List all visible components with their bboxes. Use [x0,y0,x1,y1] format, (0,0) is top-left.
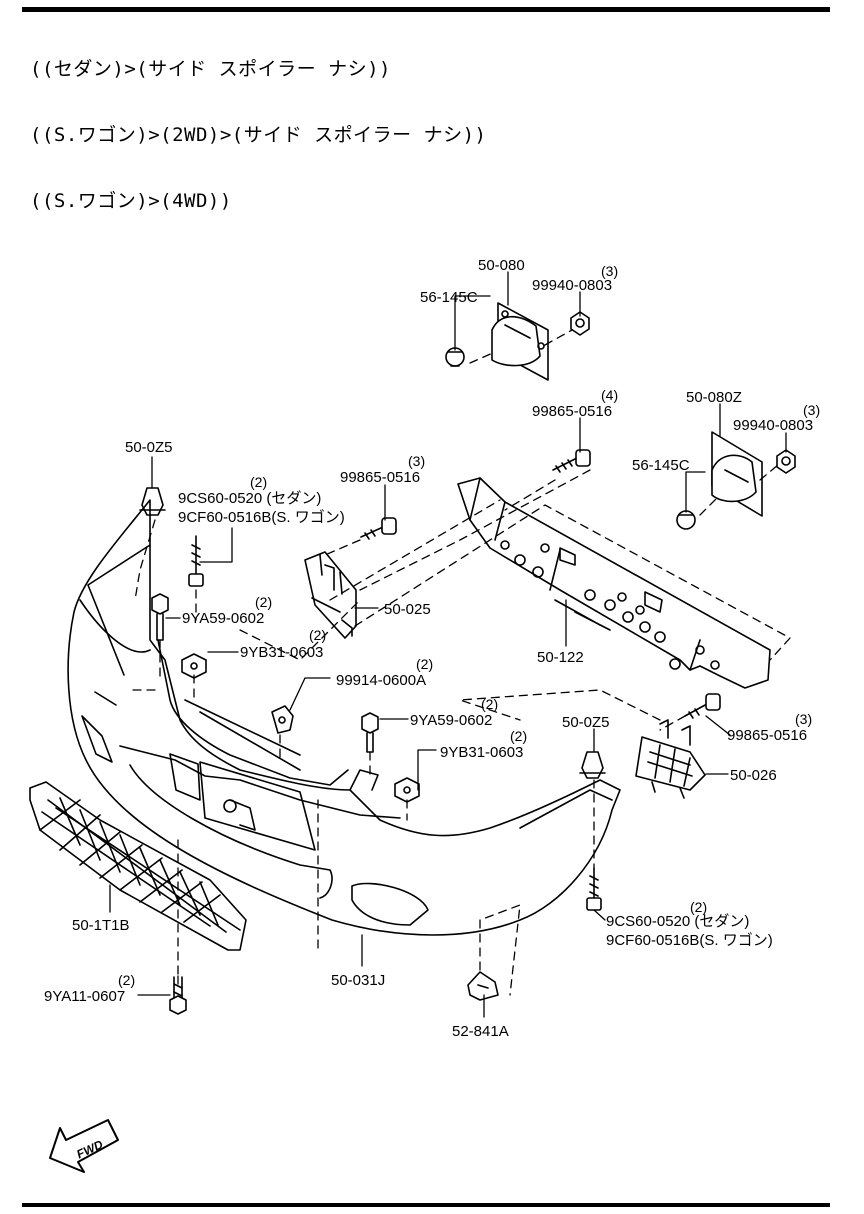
part-9ya59-bolt-a[interactable] [151,593,169,641]
label-50-025: 50-025 [384,601,431,618]
fwd-arrow-icon: FWD [49,1119,119,1173]
label-50-122: 50-122 [537,649,584,666]
qty-9ya59-b: (2) [481,696,498,712]
assembly-lines [129,329,791,996]
label-9cs60-b: 9CS60-0520 (セダン) [606,913,749,930]
part-50-1t1b-grille[interactable] [29,781,247,951]
part-56-145c-clip[interactable] [445,347,465,367]
applicability-header: ((セダン)>(サイド スポイラー ナシ)) ((S.ワゴン)>(2WD)>(サ… [30,14,486,234]
label-9ya59-b: 9YA59-0602 [410,712,492,729]
label-56-145c: 56-145C [420,289,478,306]
qty-9yb31-a: (2) [309,627,326,643]
part-9cs60-screw-b[interactable] [586,867,602,911]
label-99865-a: 99865-0516 [532,403,612,420]
qty-9ya11: (2) [118,972,135,988]
qty-9yb31-b: (2) [510,728,527,744]
part-99940-nut[interactable] [570,311,590,336]
part-9ya59-bolt-b[interactable] [361,712,379,753]
label-9cs60-a: 9CS60-0520 (セダン) [178,490,321,507]
label-9yb31-b: 9YB31-0603 [440,744,523,761]
part-99940-nut-2[interactable] [776,449,796,474]
label-50-080z: 50-080Z [686,389,742,406]
label-9cf60-b: 9CF60-0516B(S. ワゴン) [606,931,773,949]
label-9yb31-a: 9YB31-0603 [240,644,323,661]
part-99865-screw-a[interactable] [552,449,591,473]
part-9cs60-screw-a[interactable] [188,535,204,587]
header-line-1: ((セダン)>(サイド スポイラー ナシ)) [30,58,391,80]
qty-99914: (2) [416,656,433,672]
part-99914-nut[interactable] [271,705,294,734]
label-56-145c-b: 56-145C [632,457,690,474]
top-rule [22,7,830,12]
part-50-0z5-clip-b[interactable] [579,751,606,779]
label-99940-a: 99940-0803 [532,277,612,294]
label-50-1t1b: 50-1T1B [72,917,130,934]
label-9cf60-a: 9CF60-0516B(S. ワゴン) [178,508,345,526]
part-50-031j-bumper-cover[interactable] [67,499,621,936]
label-50-026: 50-026 [730,767,777,784]
part-50-080z-bracket[interactable] [711,431,763,517]
label-99940-b: 99940-0803 [733,417,813,434]
label-9ya59-a: 9YA59-0602 [182,610,264,627]
part-9yb31-nut-a[interactable] [181,653,207,679]
header-line-2: ((S.ワゴン)>(2WD)>(サイド スポイラー ナシ)) [30,124,487,146]
qty-99865-c: (3) [795,711,812,727]
label-52-841a: 52-841A [452,1023,509,1040]
part-9yb31-nut-b[interactable] [394,777,420,803]
label-50-0z5-a: 50-0Z5 [125,439,173,456]
part-99865-screw-b[interactable] [360,517,397,540]
qty-9cs60-b: (2) [690,899,707,915]
label-99865-c: 99865-0516 [727,727,807,744]
part-52-841a-clip[interactable] [467,971,499,1001]
part-50-025-bracket[interactable] [304,551,357,639]
label-99865-b: 99865-0516 [340,469,420,486]
label-9ya11: 9YA11-0607 [44,988,125,1005]
label-50-031j: 50-031J [331,972,385,989]
part-50-0z5-clip-a[interactable] [139,487,166,516]
part-99865-screw-c[interactable] [684,693,721,719]
label-50-0z5-b: 50-0Z5 [562,714,610,731]
label-99914: 99914-0600A [336,672,426,689]
qty-99865-a: (4) [601,387,618,403]
part-56-145c-clip-2[interactable] [676,510,696,530]
header-line-3: ((S.ワゴン)>(4WD)) [30,190,232,212]
leader-lines [109,271,787,1018]
part-9ya11-bolt[interactable] [169,976,187,1015]
qty-9cs60-a: (2) [250,474,267,490]
qty-99865-b: (3) [408,453,425,469]
part-50-080-bracket[interactable] [491,302,549,381]
label-50-080: 50-080 [478,257,525,274]
part-50-122-reinforcement[interactable] [457,477,771,689]
qty-9ya59-a: (2) [255,594,272,610]
part-50-026-bracket[interactable] [635,719,706,799]
bottom-rule [22,1203,830,1207]
qty-99940-a: (3) [601,263,618,279]
qty-99940-b: (3) [803,402,820,418]
